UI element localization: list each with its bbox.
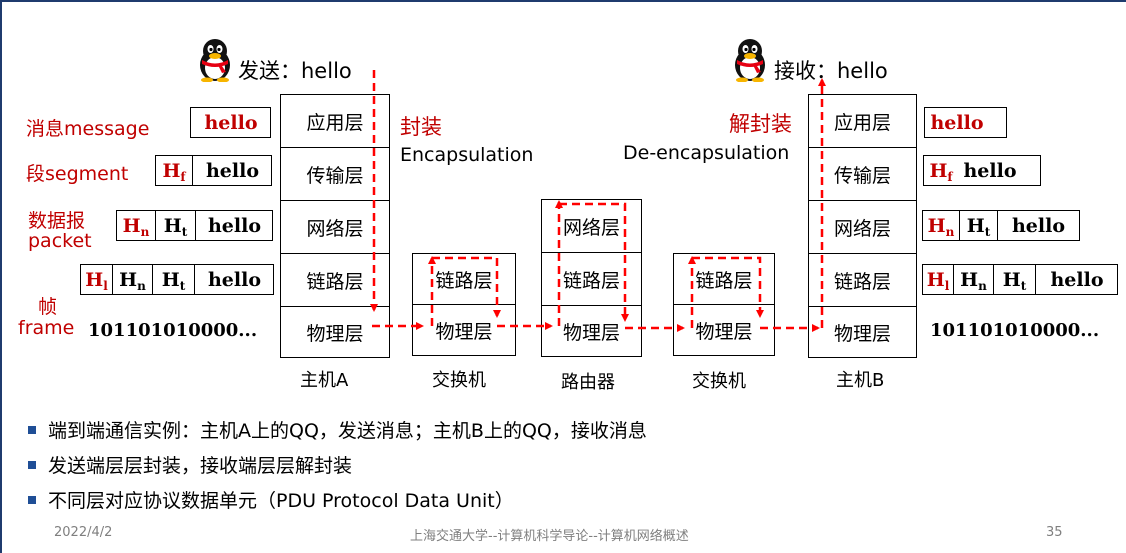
arrow-router-over bbox=[559, 202, 629, 322]
pdu-message-left: hello bbox=[190, 107, 271, 138]
bullet-text: 端到端通信实例：主机A上的QQ，发送消息；主机B上的QQ，接收消息 bbox=[48, 420, 647, 442]
bullet-square-icon bbox=[28, 425, 36, 434]
footer-title: 上海交通大学--计算机科学导论--计算机网络概述 bbox=[410, 529, 689, 544]
payload-cell: hello bbox=[963, 159, 1017, 182]
decap-label-cn: 解封装 bbox=[729, 112, 792, 136]
bullet-square-icon bbox=[28, 495, 36, 504]
payload-cell: hello bbox=[204, 111, 258, 134]
arrow-switch1-over bbox=[432, 256, 501, 318]
host-b-app-layer: 应用层 bbox=[808, 94, 917, 148]
bullet-text: 发送端层层封装，接收端层层解封装 bbox=[48, 455, 353, 477]
bits-left: 101101010000... bbox=[88, 320, 258, 341]
decap-label-en: De-encapsulation bbox=[623, 142, 790, 164]
bullet-item: 端到端通信实例：主机A上的QQ，发送消息；主机B上的QQ，接收消息 bbox=[28, 416, 647, 443]
encap-label-cn: 封装 bbox=[400, 115, 442, 139]
payload-cell: hello bbox=[192, 156, 272, 185]
device-label-switch2: 交换机 bbox=[692, 371, 746, 392]
slide-left-border bbox=[0, 0, 2, 553]
arrow-switch2-over bbox=[692, 256, 764, 318]
bullet-item: 发送端层层封装，接收端层层解封装 bbox=[28, 451, 352, 478]
payload-cell: hello bbox=[194, 265, 274, 294]
pdu-label-frame-cn: 帧 bbox=[38, 296, 58, 318]
host-b-link-layer: 链路层 bbox=[808, 253, 917, 307]
payload-cell: hello bbox=[195, 211, 273, 240]
pdu-label-frame-en: frame bbox=[18, 317, 75, 339]
bullet-square-icon bbox=[28, 460, 36, 469]
host-b-network-layer: 网络层 bbox=[808, 200, 917, 254]
host-a-link-layer: 链路层 bbox=[280, 253, 390, 307]
pdu-message-right: hello bbox=[924, 107, 1007, 138]
footer-date: 2022/4/2 bbox=[54, 525, 113, 540]
bits-right: 101101010000... bbox=[930, 320, 1100, 341]
slide-top-border bbox=[0, 0, 1126, 2]
payload-cell: hello bbox=[1035, 265, 1118, 294]
host-a-physical-layer: 物理层 bbox=[280, 306, 390, 358]
pdu-label-message: 消息message bbox=[26, 118, 150, 140]
device-label-router: 路由器 bbox=[561, 372, 615, 393]
bullet-item: 不同层对应协议数据单元（PDU Protocol Data Unit） bbox=[28, 486, 514, 513]
footer-page-number: 35 bbox=[1046, 525, 1063, 540]
receiver-title: 接收：hello bbox=[774, 59, 888, 83]
host-a-transport-layer: 传输层 bbox=[280, 147, 390, 201]
encap-label-en: Encapsulation bbox=[400, 144, 534, 166]
device-label-switch1: 交换机 bbox=[432, 370, 486, 391]
qq-penguin-icon bbox=[200, 39, 230, 82]
bullet-text: 不同层对应协议数据单元（PDU Protocol Data Unit） bbox=[48, 490, 514, 512]
host-b-physical-layer: 物理层 bbox=[808, 306, 917, 358]
pdu-label-packet-cn: 数据报 bbox=[28, 210, 86, 232]
payload-cell: hello bbox=[997, 211, 1079, 240]
device-label-host-b: 主机B bbox=[836, 370, 885, 391]
qq-penguin-icon bbox=[735, 39, 765, 82]
payload-cell: hello bbox=[930, 111, 984, 134]
host-b-transport-layer: 传输层 bbox=[808, 147, 917, 201]
pdu-label-packet-en: packet bbox=[28, 230, 92, 252]
pdu-label-segment: 段segment bbox=[26, 163, 129, 185]
host-a-app-layer: 应用层 bbox=[280, 94, 390, 148]
device-label-host-a: 主机A bbox=[300, 370, 349, 391]
sender-title: 发送：hello bbox=[238, 59, 352, 83]
switch2-link-layer: 链路层 bbox=[673, 253, 775, 305]
